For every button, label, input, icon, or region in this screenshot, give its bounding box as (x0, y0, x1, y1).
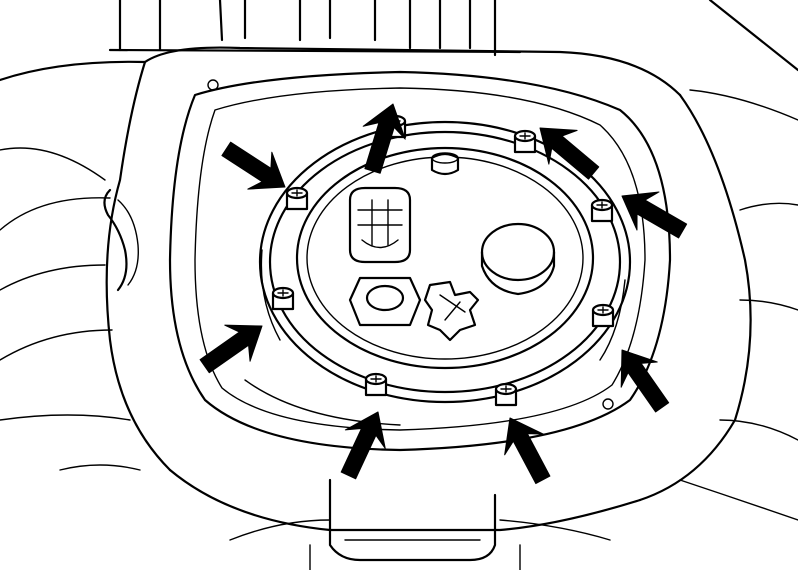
bolt (271, 286, 295, 311)
bolt (494, 382, 518, 407)
bolt (591, 303, 615, 328)
pointer-arrow (539, 127, 600, 180)
pointer-arrow (504, 417, 551, 485)
bolt (285, 186, 309, 211)
upper-bracket-lines (108, 0, 798, 72)
pointer-arrow (199, 324, 263, 374)
floor-panel (0, 46, 798, 570)
pump-well (168, 70, 672, 452)
bolt (590, 198, 614, 223)
pointer-arrow (221, 141, 286, 190)
bolt (513, 129, 537, 154)
pointer-arrow (340, 411, 386, 480)
arrows (199, 103, 688, 485)
pointer-arrow (621, 191, 688, 239)
bolt (364, 372, 388, 397)
pump-cover-components (348, 152, 556, 342)
pointer-arrow (362, 103, 406, 174)
pointer-arrow (620, 349, 670, 413)
